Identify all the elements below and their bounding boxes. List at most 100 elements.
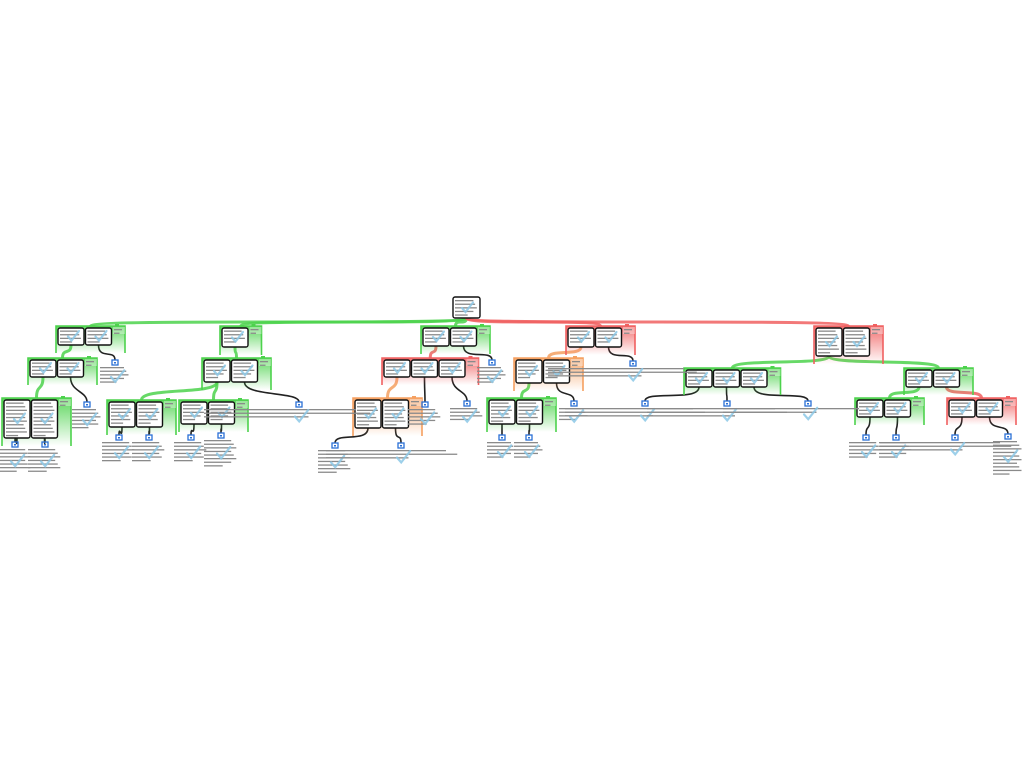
text-line	[6, 434, 19, 437]
reason-box[interactable]	[449, 327, 478, 347]
reason-box[interactable]	[29, 359, 57, 378]
reason-box[interactable]	[856, 399, 884, 418]
reason-box[interactable]	[712, 369, 741, 388]
text-line	[647, 408, 775, 410]
reason-box[interactable]	[108, 401, 136, 428]
reason-box[interactable]	[422, 327, 450, 347]
text-line	[845, 348, 867, 350]
evidence-source-icon	[525, 434, 533, 441]
evidence-item[interactable]	[849, 434, 882, 459]
evidence-source-icon	[951, 434, 959, 441]
evidence-item[interactable]	[487, 434, 516, 459]
reason-box[interactable]	[135, 401, 164, 428]
reason-box[interactable]	[542, 359, 571, 384]
evidence-item[interactable]	[477, 359, 506, 384]
text-line	[111, 411, 132, 413]
text-line	[548, 371, 697, 373]
text-line	[993, 448, 1022, 450]
reason-box[interactable]	[567, 327, 595, 348]
evidence-item[interactable]	[723, 400, 859, 421]
reason-box[interactable]	[883, 399, 912, 418]
text-line	[210, 404, 229, 406]
reason-box[interactable]	[410, 359, 439, 378]
text-line	[559, 418, 576, 421]
text-line	[487, 445, 514, 447]
check-icon	[240, 364, 254, 377]
reason-group-support	[178, 398, 249, 432]
stance-label	[164, 398, 176, 408]
reason-box[interactable]	[515, 399, 544, 425]
text-line	[935, 383, 948, 385]
text-line	[165, 406, 171, 408]
text-line	[32, 366, 52, 368]
reason-box[interactable]	[56, 359, 85, 378]
evidence-item[interactable]	[100, 359, 129, 384]
reason-box[interactable]	[221, 327, 249, 348]
evidence-item[interactable]	[647, 400, 787, 423]
reason-box[interactable]	[84, 327, 113, 346]
reason-box[interactable]	[57, 327, 85, 346]
text-line	[174, 460, 193, 462]
reason-box[interactable]	[842, 327, 871, 357]
evidence-item[interactable]	[0, 441, 31, 472]
evidence-item[interactable]	[102, 434, 135, 462]
evidence-item[interactable]	[548, 360, 697, 383]
text-line	[455, 300, 474, 302]
text-line	[487, 442, 511, 444]
reason-box[interactable]	[594, 327, 623, 348]
text-line	[6, 409, 27, 411]
evidence-item[interactable]	[204, 432, 237, 467]
evidence-item[interactable]	[559, 400, 588, 424]
text-line	[183, 418, 196, 421]
evidence-item[interactable]	[132, 434, 165, 462]
evidence-source-icon	[83, 401, 91, 408]
reason-box[interactable]	[203, 359, 231, 383]
reason-box[interactable]	[932, 369, 961, 388]
evidence-item[interactable]	[450, 400, 483, 424]
evidence-item[interactable]	[565, 400, 705, 423]
reason-box[interactable]	[740, 369, 768, 388]
text-line	[477, 381, 494, 383]
reason-box[interactable]	[438, 359, 466, 378]
reason-box[interactable]	[488, 399, 516, 425]
reason-box[interactable]	[383, 359, 411, 378]
check-icon	[363, 407, 378, 420]
text-line	[357, 424, 370, 426]
check-icon	[802, 406, 819, 421]
text-line	[723, 408, 859, 410]
text-line	[565, 411, 705, 413]
evidence-item[interactable]	[326, 442, 458, 465]
evidence-item[interactable]	[174, 434, 207, 462]
evidence-item[interactable]	[408, 401, 441, 426]
evidence-item[interactable]	[880, 434, 1012, 457]
reason-box[interactable]	[180, 401, 208, 425]
reason-box[interactable]	[815, 327, 843, 357]
text-line	[518, 376, 531, 379]
reason-box[interactable]	[3, 399, 31, 439]
evidence-item[interactable]	[28, 441, 61, 472]
reason-box[interactable]	[948, 399, 976, 418]
check-icon	[12, 412, 27, 425]
evidence-item[interactable]	[514, 434, 543, 459]
evidence-item[interactable]	[204, 401, 371, 424]
reason-box[interactable]	[905, 369, 933, 388]
text-line	[206, 373, 224, 375]
reason-box[interactable]	[515, 359, 543, 384]
reason-box[interactable]	[30, 399, 59, 439]
text-line	[357, 402, 375, 404]
evidence-item[interactable]	[993, 433, 1022, 475]
reason-box[interactable]	[381, 399, 410, 429]
text-line	[33, 424, 52, 426]
text-line	[455, 303, 476, 305]
reason-box[interactable]	[975, 399, 1004, 418]
reason-box[interactable]	[685, 369, 713, 388]
text-line	[411, 401, 419, 403]
root-claim[interactable]	[452, 296, 481, 319]
reason-box[interactable]	[230, 359, 259, 383]
text-line	[818, 337, 839, 339]
reason-box[interactable]	[354, 399, 382, 429]
evidence-item[interactable]	[72, 401, 101, 429]
evidence-source-icon	[397, 442, 405, 449]
reason-group-support	[854, 396, 925, 425]
text-line	[545, 369, 567, 371]
